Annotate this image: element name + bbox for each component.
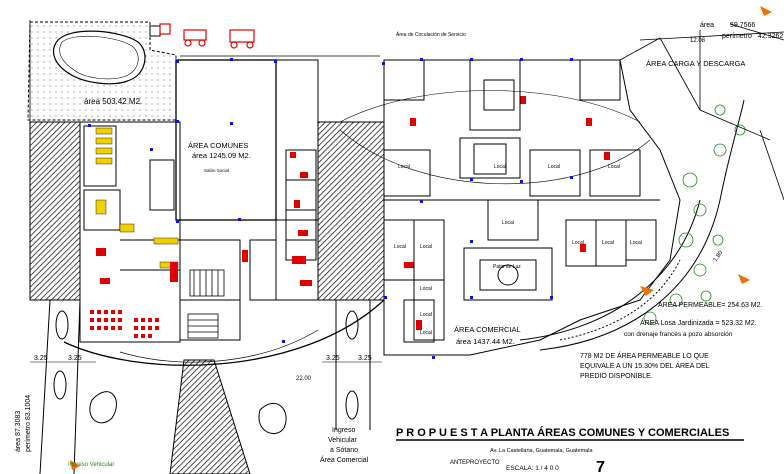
plan-address: Av. La Castellana, Guatemala, Guatemala <box>490 448 593 454</box>
perimeter-top-value: 42.3262 <box>758 33 783 40</box>
left-area-label: área 87.3083 <box>15 411 22 452</box>
circulation-label: Área de Circulación de Servicio <box>396 31 466 38</box>
local-13: Local <box>630 240 642 246</box>
text-labels: área 59.7566 perímetro 42.3262 Área de C… <box>15 22 783 468</box>
patio-label: Patio de Luz <box>493 264 521 270</box>
loading-area <box>29 20 784 201</box>
losa-label: ÁREA Losa Jardinizada = 523.32 M2. <box>640 318 757 327</box>
local-11: Local <box>572 240 584 246</box>
vehicle-icons <box>159 23 255 49</box>
yellow-furniture <box>95 127 179 269</box>
pool-area-label: área 503.42 M2. <box>84 97 142 106</box>
plan-title: P R O P U E S T A PLANTA ÁREAS COMUNES Y… <box>396 426 729 439</box>
ingreso-line-2: Vehicular <box>328 437 357 444</box>
blue-markers <box>88 58 573 359</box>
permeable-label: ÁREA PERMEABLE= 254.63 M2. <box>658 300 763 309</box>
common-area-value: área 1245.09 M2. <box>192 151 251 160</box>
lobby-front <box>63 299 385 366</box>
dim-label-3: 3.25 <box>326 355 340 362</box>
local-6: Local <box>420 244 432 250</box>
stair-core <box>187 269 225 339</box>
loading-area-label: ÁREA CARGA Y DESCARGA <box>646 59 745 68</box>
ingreso-vehicular-left: Ingreso Vehicular <box>68 462 114 468</box>
local-12: Local <box>602 240 614 246</box>
auditorium-seating <box>90 310 159 338</box>
dim-22: 22.00 <box>296 376 312 382</box>
perimeter-top-label: perímetro <box>722 33 752 40</box>
local-4: Local <box>608 164 620 170</box>
title-block: P R O P U E S T A PLANTA ÁREAS COMUNES Y… <box>396 426 729 474</box>
drenaje-label: con drenaje francés a pozo absorción <box>624 331 733 338</box>
north-arrows <box>70 6 772 470</box>
salon-label: Salón Social <box>204 168 229 173</box>
dim-label-1: 3.25 <box>34 355 48 362</box>
ingreso-line-1: Ingreso <box>332 427 355 434</box>
escala-label: ESCALA: 1 / 4 0 0 <box>506 465 559 472</box>
local-2: Local <box>494 164 506 170</box>
hatch-strip-left <box>29 121 81 301</box>
red-fixtures <box>96 96 610 330</box>
dim-label-2: 3.25 <box>68 355 82 362</box>
landscape-curve <box>519 99 745 351</box>
area-top-value: 59.7566 <box>730 22 755 29</box>
local-8: Local <box>420 286 432 292</box>
side-dim: 1.80 <box>713 250 725 264</box>
anteproyecto-label: ANTEPROYECTO <box>450 460 500 466</box>
commercial-tower <box>339 59 681 356</box>
sheet-number: 7 <box>596 459 605 474</box>
local-9: Local <box>420 312 432 318</box>
local-5: Local <box>394 244 406 250</box>
ingreso-line-3: a Sótano <box>330 447 358 454</box>
common-area-title: ÁREA COMUNES <box>188 141 248 150</box>
left-perimeter-label: perímetro 83.1004 <box>25 395 32 452</box>
common-area-building <box>79 59 319 343</box>
ingreso-line-4: Área Comercial <box>320 455 369 464</box>
shrubs <box>643 104 746 325</box>
commercial-area-value: área 1437.44 M2. <box>456 337 515 346</box>
local-10: Local <box>420 330 432 336</box>
dim-label-4: 3.25 <box>358 355 372 362</box>
dim-1208: 12.08 <box>690 38 706 44</box>
note-line-3: PREDIO DISPONIBLE. <box>580 373 653 380</box>
note-line-2: EQUIVALE A UN 15.30% DEL ÁREA DEL <box>580 361 710 370</box>
pool-garden <box>27 21 177 121</box>
local-1: Local <box>398 164 410 170</box>
local-3: Local <box>548 164 560 170</box>
commercial-area-title: ÁREA COMERCIAL <box>454 325 521 334</box>
vehicle-ramps <box>39 299 371 474</box>
hatch-strip-center <box>317 121 385 301</box>
note-line-1: 778 M2 DE ÁREA PERMEABLE LO QUE <box>580 351 709 360</box>
area-top-label: área <box>700 22 714 29</box>
local-7: Local <box>502 220 514 226</box>
